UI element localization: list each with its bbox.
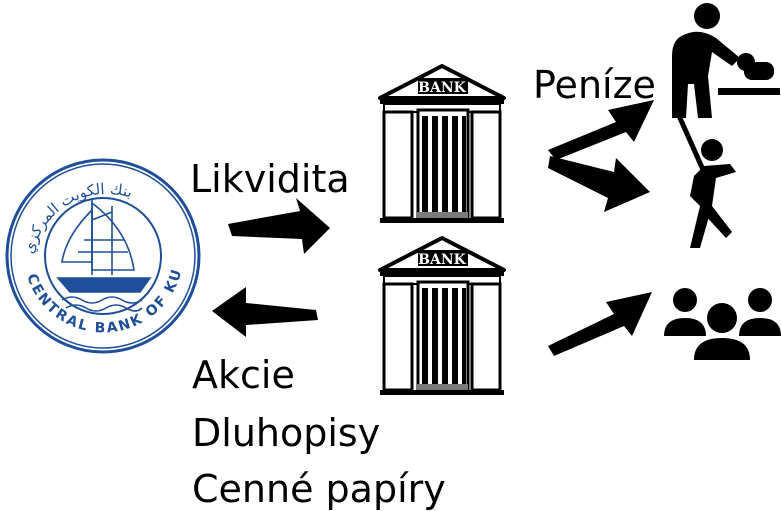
bank-sign-2: BANK [418, 252, 466, 268]
asset-label-bonds: Dluhopisy [192, 411, 381, 455]
liquidity-label: Likvidita [190, 157, 350, 201]
asset-label-securities: Cenné papíry [192, 467, 446, 511]
arrow-to-people [548, 292, 652, 356]
liquidity-arrow [228, 198, 330, 254]
money-arrow-to-golfer [548, 156, 650, 212]
asset-label-stocks: Akcie [192, 353, 295, 397]
parent-changing-baby-icon [672, 3, 780, 118]
people-group-icon [664, 288, 781, 360]
money-label: Peníze [533, 63, 656, 107]
golfer-icon [677, 115, 736, 248]
central-bank-seal: بنك الكويت المركزي CENTRAL BANK OF KUWAI… [0, 0, 201, 354]
commercial-bank-2: BANK [378, 236, 506, 397]
money-arrow-to-parent [548, 100, 654, 160]
dhow-ship-icon [56, 200, 152, 312]
commercial-bank-1: BANK [378, 64, 506, 225]
bank-sign-1: BANK [418, 80, 466, 96]
assets-arrow [212, 287, 318, 337]
